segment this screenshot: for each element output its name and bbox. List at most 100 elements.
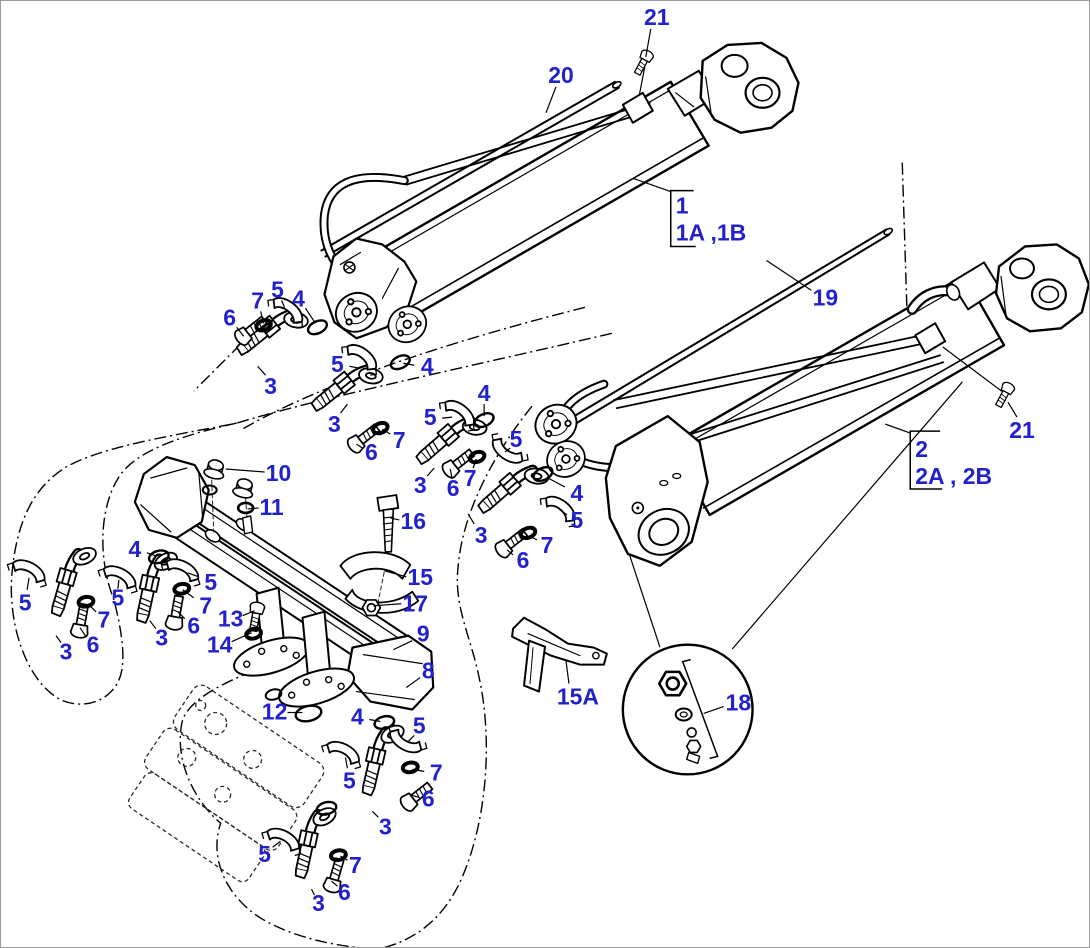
detail-cone-line: [732, 381, 963, 650]
callout-leader: [390, 517, 400, 521]
callout-leader: [403, 362, 415, 366]
callout-leader: [373, 603, 402, 607]
washer-7: [369, 419, 392, 438]
left-boundary-blob: [10, 422, 237, 705]
callout-leader: [559, 509, 568, 516]
callout-label: 2A , 2B: [915, 463, 992, 489]
bolt-16-shank: [382, 508, 395, 553]
callout-label: 5: [258, 841, 271, 867]
o-ring-4: [387, 351, 414, 374]
callout-label: 5: [424, 404, 437, 430]
cylinder-2-end-eye: [637, 507, 690, 556]
plug-stud: [241, 515, 254, 535]
o-ring-12: [294, 704, 323, 723]
callout-leader: [885, 423, 911, 434]
callout-label: 5: [343, 767, 356, 793]
callout-label: 5: [571, 507, 584, 533]
callout-leader: [393, 640, 413, 651]
callout-leader: [506, 549, 514, 556]
callout-leader: [412, 768, 425, 772]
callout-leader: [703, 705, 724, 715]
callout-label: 4: [421, 353, 434, 379]
gasket-ring: [264, 688, 283, 701]
callout-leader: [449, 468, 453, 480]
callout-leader: [305, 308, 316, 324]
callout-leader: [79, 627, 87, 637]
washer-7: [328, 847, 349, 864]
callout-label: 6: [447, 475, 460, 501]
callout-label: 6: [365, 439, 378, 465]
fitting-washer: [674, 707, 693, 722]
elbow-fitting-3: [308, 352, 390, 427]
callout-leader: [260, 311, 265, 324]
callout-leader: [472, 458, 477, 469]
assembly-axis-line: [236, 332, 613, 424]
callout-label: 4: [478, 380, 491, 406]
callout-leader: [1007, 401, 1018, 418]
callout-label: 3: [475, 522, 488, 548]
callout-label: 11: [259, 494, 283, 520]
callout-leader: [146, 552, 157, 557]
bottom-boundary-right: [383, 405, 533, 947]
manifold-boss: [204, 529, 221, 543]
plug-11: [231, 476, 257, 501]
manifold-end-piece: [346, 634, 435, 711]
callout-label: 21: [1009, 417, 1035, 443]
callout-label: 6: [187, 613, 200, 639]
callout-label: 6: [517, 547, 530, 573]
callout-label: 6: [87, 632, 100, 658]
callout-label: 1A ,1B: [676, 220, 747, 246]
callout-leader: [281, 300, 286, 308]
callout-leader: [182, 589, 195, 599]
callout-leader: [331, 880, 338, 887]
assembly-axis-line: [240, 306, 586, 431]
cylinder-2-port-nut: [914, 322, 947, 355]
callout-leader: [242, 610, 255, 617]
callout-leader: [547, 477, 566, 488]
callout-leader: [426, 467, 435, 477]
callout-group-bracket: [681, 658, 719, 760]
callout-label: 3: [312, 890, 325, 916]
callout-leader: [349, 365, 360, 369]
grease-fitting-ball: [686, 727, 697, 738]
callout-leader: [467, 513, 475, 525]
callout-leader: [407, 735, 415, 742]
callout-label: 5: [331, 351, 344, 377]
cylinder-1-assembly: [319, 41, 800, 350]
callout-leader: [117, 579, 120, 589]
callout-label: 4: [571, 480, 584, 506]
callout-leader: [340, 855, 348, 861]
callout-label: 21: [644, 4, 670, 30]
callout-leader: [339, 403, 348, 414]
callout-label: 3: [264, 373, 277, 399]
plug-ring: [201, 484, 218, 496]
callout-label: 7: [98, 607, 111, 633]
callout-label: 3: [414, 472, 427, 498]
callout-leader: [504, 447, 511, 453]
cylinder-1-hose-pair: [403, 101, 653, 186]
callout-label: 4: [128, 536, 141, 562]
tie-rod-19: [569, 228, 888, 420]
detail-circle-18: [621, 643, 754, 776]
cylinder-2-hose-pair: [612, 335, 945, 461]
callout-label: 3: [60, 639, 73, 665]
callout-label: 8: [422, 658, 435, 684]
callout-leader: [272, 840, 281, 848]
callout-leader: [236, 326, 245, 337]
callout-leader: [384, 570, 407, 578]
callout-leader: [371, 810, 379, 818]
manifold-assembly: [133, 455, 435, 723]
callout-label: 14: [207, 632, 233, 658]
callout-group-bracket: [669, 189, 696, 248]
plug-10: [202, 457, 228, 482]
callout-leader: [55, 635, 62, 643]
manifold-left-block: [133, 455, 210, 539]
grease-fitting-hex: [685, 739, 702, 754]
cylinder-2-assembly: [527, 227, 1089, 650]
callout-label: 1: [676, 193, 689, 219]
callout-label: 18: [726, 690, 752, 716]
callout-label: 5: [413, 712, 426, 738]
clamp-15-upper-shell: [339, 551, 412, 580]
